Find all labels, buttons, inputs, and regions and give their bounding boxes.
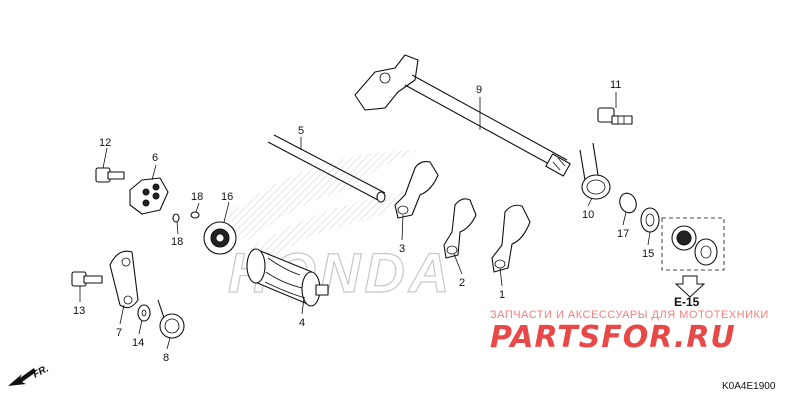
callout-13: 13 <box>73 305 85 317</box>
watermark: ЗАПЧАСТИ И АКСЕССУАРЫ ДЛЯ МОТОТЕХНИКИ PA… <box>490 309 769 355</box>
part-16-bearing <box>203 221 237 255</box>
part-3-shift-fork <box>394 161 439 219</box>
part-15-washer <box>640 207 660 233</box>
reference-label-e15: E-15 <box>674 295 700 309</box>
callout-15: 15 <box>642 248 654 260</box>
part-14-washer <box>137 304 151 322</box>
callout-labels: 9 11 5 6 12 18 18 16 3 2 1 4 10 17 15 13… <box>73 79 654 364</box>
callout-3: 3 <box>399 243 405 255</box>
watermark-caption: ЗАПЧАСТИ И АКСЕССУАРЫ ДЛЯ МОТОТЕХНИКИ <box>490 309 769 321</box>
callout-8: 8 <box>163 352 169 364</box>
callout-12: 12 <box>99 137 111 149</box>
part-10-return-spring <box>579 142 611 200</box>
part-6-drum-center <box>129 177 169 215</box>
leader-lines <box>79 92 651 350</box>
reference-box-e15: E-15 <box>661 217 725 309</box>
callout-17: 17 <box>617 228 629 240</box>
part-5-fork-shaft <box>267 134 386 203</box>
part-11-bolt <box>597 107 633 125</box>
callout-2: 2 <box>459 277 465 289</box>
part-17-circlip <box>619 192 637 214</box>
part-2-shift-fork <box>443 198 477 259</box>
part-18-pin-upper <box>190 211 200 219</box>
part-12-bolt <box>95 167 125 183</box>
callout-4: 4 <box>299 317 305 329</box>
diagram-code: K0A4E1900 <box>722 381 776 392</box>
callout-18-upper: 18 <box>191 191 203 203</box>
part-8-spring <box>157 299 185 339</box>
watermark-logo: PARTSFOR.RU <box>490 320 736 355</box>
callout-5: 5 <box>298 125 304 137</box>
part-18-pin-lower <box>172 213 180 223</box>
part-13-bolt <box>71 271 103 287</box>
callout-16: 16 <box>221 191 233 203</box>
callout-9: 9 <box>476 84 482 96</box>
part-4-shift-drum <box>246 248 329 307</box>
callout-11: 11 <box>610 79 621 91</box>
part-7-stopper-arm <box>109 250 139 309</box>
callout-1: 1 <box>499 289 505 301</box>
front-direction-indicator: FR. <box>8 363 51 386</box>
callout-14: 14 <box>132 337 144 349</box>
part-1-shift-fork <box>491 204 531 273</box>
front-label: FR. <box>31 363 50 380</box>
callout-18-lower: 18 <box>171 236 183 248</box>
callout-6: 6 <box>152 152 158 164</box>
callout-10: 10 <box>582 209 594 221</box>
callout-7: 7 <box>116 327 122 339</box>
part-9-shift-spindle <box>354 54 571 177</box>
